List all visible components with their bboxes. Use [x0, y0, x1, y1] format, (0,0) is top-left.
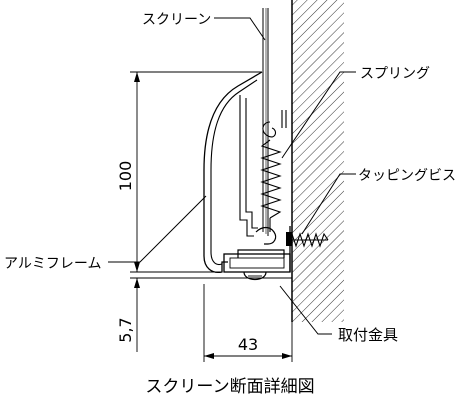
label-mounting-bracket: 取付金具: [338, 326, 398, 344]
label-aluminum-frame: アルミフレーム: [4, 256, 101, 272]
aluminum-frame: [203, 71, 287, 274]
label-tapping-screw: タッピングビス: [358, 168, 456, 184]
dimension-lines: [130, 71, 293, 362]
dimension-offset: 5,7: [116, 317, 135, 342]
tapping-screw: [286, 232, 329, 248]
label-spring: スプリング: [360, 66, 430, 82]
drawing-caption: スクリーン断面詳細図: [145, 377, 315, 397]
spring: [260, 121, 282, 232]
label-screen: スクリーン: [142, 12, 211, 28]
mounting-bracket: [223, 226, 291, 281]
wall: [291, 0, 344, 322]
dimension-height: 100: [116, 161, 135, 192]
dimension-depth: 43: [238, 335, 258, 354]
